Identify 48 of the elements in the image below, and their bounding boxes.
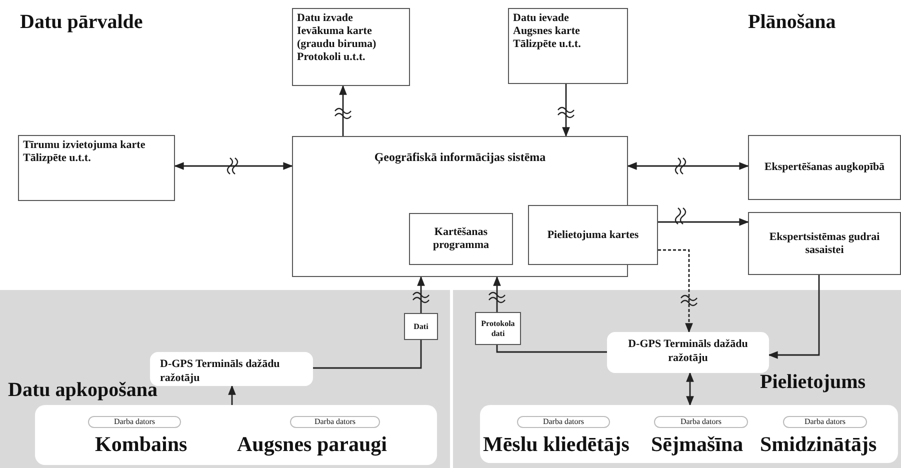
arrow (493, 276, 501, 312)
info-box: Kartēšanas programma (409, 213, 513, 265)
info-box: Pielietojuma kartes (528, 205, 658, 265)
machine-name: Sējmašīna (651, 432, 744, 456)
arrow (658, 218, 749, 226)
arrow (562, 84, 570, 137)
arrow (768, 275, 820, 359)
section-heading: Datu pārvalde (20, 10, 143, 34)
box-text: Protokoli u.t.t. (297, 51, 366, 64)
machine-name: Smidzinātājs (760, 432, 877, 456)
box-text: Ievākuma karte (graudu biruma) (297, 25, 378, 51)
arrow (627, 162, 749, 170)
arrow (686, 372, 694, 406)
machine-name: Mēslu kliedētājs (483, 432, 630, 456)
box-text: Datu ievade (513, 12, 570, 25)
band-heading: Pielietojums (760, 370, 866, 394)
info-box (292, 8, 410, 86)
computer-pill: Darba dators (783, 416, 867, 428)
computer-pill: Darba dators (517, 416, 610, 428)
info-box (18, 135, 175, 201)
section-band (0, 290, 450, 468)
machine-name: Kombains (95, 432, 188, 456)
machine-name: Augsnes paraugi (237, 432, 387, 456)
arrow (174, 162, 293, 170)
data-tag: Protokola dati (475, 312, 521, 345)
box-text: Tīrumu izvietojuma karte (23, 139, 146, 152)
section-band (453, 290, 901, 468)
box-text: Tālizpēte u.t.t. (23, 152, 92, 165)
terminal-box: D-GPS Termināls dažādu ražotāju (150, 352, 313, 386)
arrow (339, 85, 347, 136)
data-tag: Dati (404, 313, 438, 340)
equipment-panel (480, 405, 898, 463)
arrow (228, 385, 236, 405)
info-box (508, 8, 628, 84)
computer-pill: Darba dators (290, 416, 380, 428)
computer-pill: Darba dators (654, 416, 748, 428)
info-box: Ekspertēšanas augkopībā (748, 135, 901, 200)
info-box: Ekspertsistēmas gudrai sasaistei (748, 212, 901, 275)
section-heading: Plānošana (748, 10, 836, 34)
arrow (417, 276, 425, 313)
computer-pill: Darba dators (88, 416, 181, 428)
equipment-panel (35, 405, 437, 465)
box-text: Datu izvade (297, 12, 354, 25)
arrow (658, 249, 693, 333)
box-text: Augsnes karte (513, 25, 581, 38)
box-text: Tālizpēte u.t.t. (513, 38, 582, 51)
terminal-box: D-GPS Termināls dažādu ražotāju (607, 332, 769, 373)
system-title: Ģeogrāfiskā informācijas sistēma (373, 151, 547, 164)
